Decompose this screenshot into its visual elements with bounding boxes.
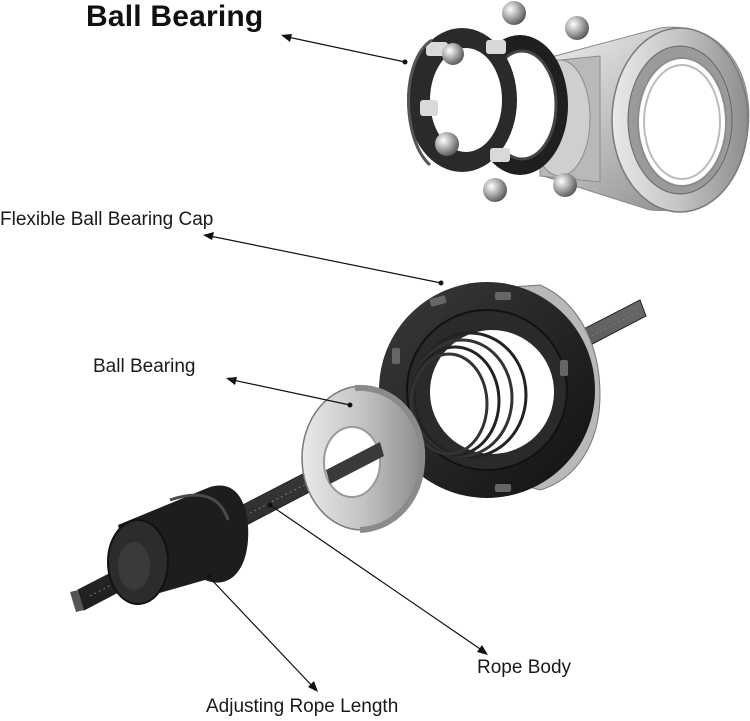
steel-ball [565,16,589,40]
exploded-bearing [407,1,750,213]
diagram-title: Ball Bearing [86,0,264,33]
leader-lines [203,34,488,692]
steel-ball [483,178,507,202]
bearing-cap-part [379,282,601,498]
steel-ball [442,43,464,65]
ball-bearing-washer [301,384,426,533]
leader-rope-body [267,502,488,655]
bearing-balls [435,1,589,202]
snap-ring [407,38,433,167]
leader-ball-bearing [226,377,353,408]
label-bearing-cap: Flexible Ball Bearing Cap [0,209,214,230]
leader-cap [203,232,444,286]
bearing-retainer [407,28,517,172]
leader-title [281,34,408,65]
steel-ball [435,132,459,156]
rope-assembly [70,282,647,612]
label-adjusting-rope-length: Adjusting Rope Length [206,696,399,717]
label-ball-bearing: Ball Bearing [93,356,196,377]
steel-ball [553,173,577,197]
steel-ball [502,1,526,25]
leader-adjusting [206,574,318,692]
adjusting-sleeve [107,485,249,605]
label-rope-body: Rope Body [477,657,572,678]
